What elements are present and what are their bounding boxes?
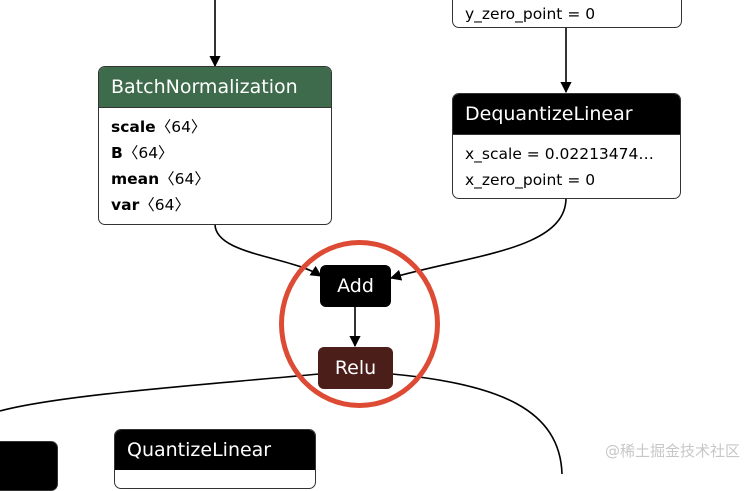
attr-b: B〈64〉	[111, 144, 174, 162]
attr-mean: mean〈64〉	[111, 170, 210, 188]
node-dequantizelinear[interactable]: DequantizeLinear x_scale = 0.02213474… x…	[452, 93, 681, 199]
attr-var: var〈64〉	[111, 196, 190, 214]
node-quantizelinear[interactable]: QuantizeLinear	[114, 429, 316, 489]
node-top-right-attr: y_zero_point = 0	[465, 5, 596, 23]
node-title: QuantizeLinear	[115, 430, 315, 470]
attr-x-scale: x_scale = 0.02213474…	[465, 145, 654, 163]
edge-relu-left	[0, 373, 320, 412]
node-title: BatchNormalization	[99, 67, 331, 107]
watermark: @稀土掘金技术社区	[604, 442, 740, 460]
node-bottom-left[interactable]	[0, 441, 58, 491]
attr-scale: scale〈64〉	[111, 118, 207, 136]
attr-x-zero-point: x_zero_point = 0	[465, 171, 596, 189]
edge-relu-right	[391, 373, 563, 474]
highlight-circle	[279, 240, 440, 408]
node-top-right[interactable]: y_zero_point = 0	[452, 0, 682, 28]
node-batchnormalization[interactable]: BatchNormalization scale〈64〉 B〈64〉 mean〈…	[98, 66, 332, 225]
node-title: DequantizeLinear	[453, 94, 680, 134]
